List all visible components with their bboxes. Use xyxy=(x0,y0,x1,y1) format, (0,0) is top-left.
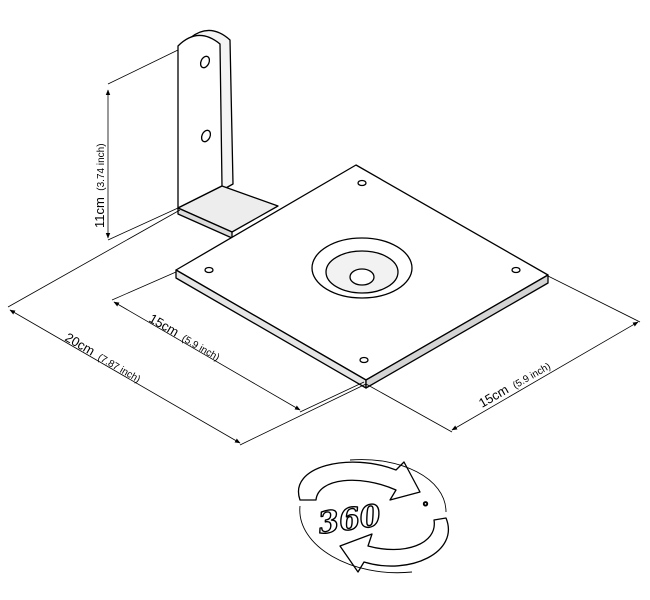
depth-value: 20cm xyxy=(63,330,98,359)
bracket-hole-top xyxy=(199,55,211,69)
plate-right-imperial: (5.9 inch) xyxy=(511,361,553,391)
plate-left-value: 15cm xyxy=(147,311,182,340)
depth-label: 20cm (7.87 inch) xyxy=(62,329,145,386)
center-hole xyxy=(349,268,375,286)
depth-imperial: (7.87 inch) xyxy=(96,352,142,385)
plate-right-label: 15cm (5.9 inch) xyxy=(476,357,554,412)
dimension-lines xyxy=(7,49,641,446)
bracket-hole-bottom xyxy=(200,129,212,143)
plate-right-dimension-line xyxy=(451,321,639,431)
plate-left-dimension-line xyxy=(113,301,301,411)
rotation-degree-symbol: ° xyxy=(422,500,429,516)
plate-hole-top xyxy=(357,179,367,187)
plate-hole-bottom xyxy=(359,356,369,364)
height-imperial: (3.74 inch) xyxy=(96,143,107,190)
plate-hole-left xyxy=(204,266,214,274)
height-value: 11cm xyxy=(92,197,107,228)
plate-left-imperial: (5.9 inch) xyxy=(180,333,222,363)
vertical-bracket xyxy=(177,29,279,239)
height-label: 11cm (3.74 inch) xyxy=(91,143,108,228)
rotation-360-label: 360 xyxy=(316,498,383,541)
plate-left-label: 15cm (5.9 inch) xyxy=(146,310,224,365)
plate-hole-right xyxy=(511,266,521,274)
rotation-360-icon: 360 ° xyxy=(297,459,449,574)
